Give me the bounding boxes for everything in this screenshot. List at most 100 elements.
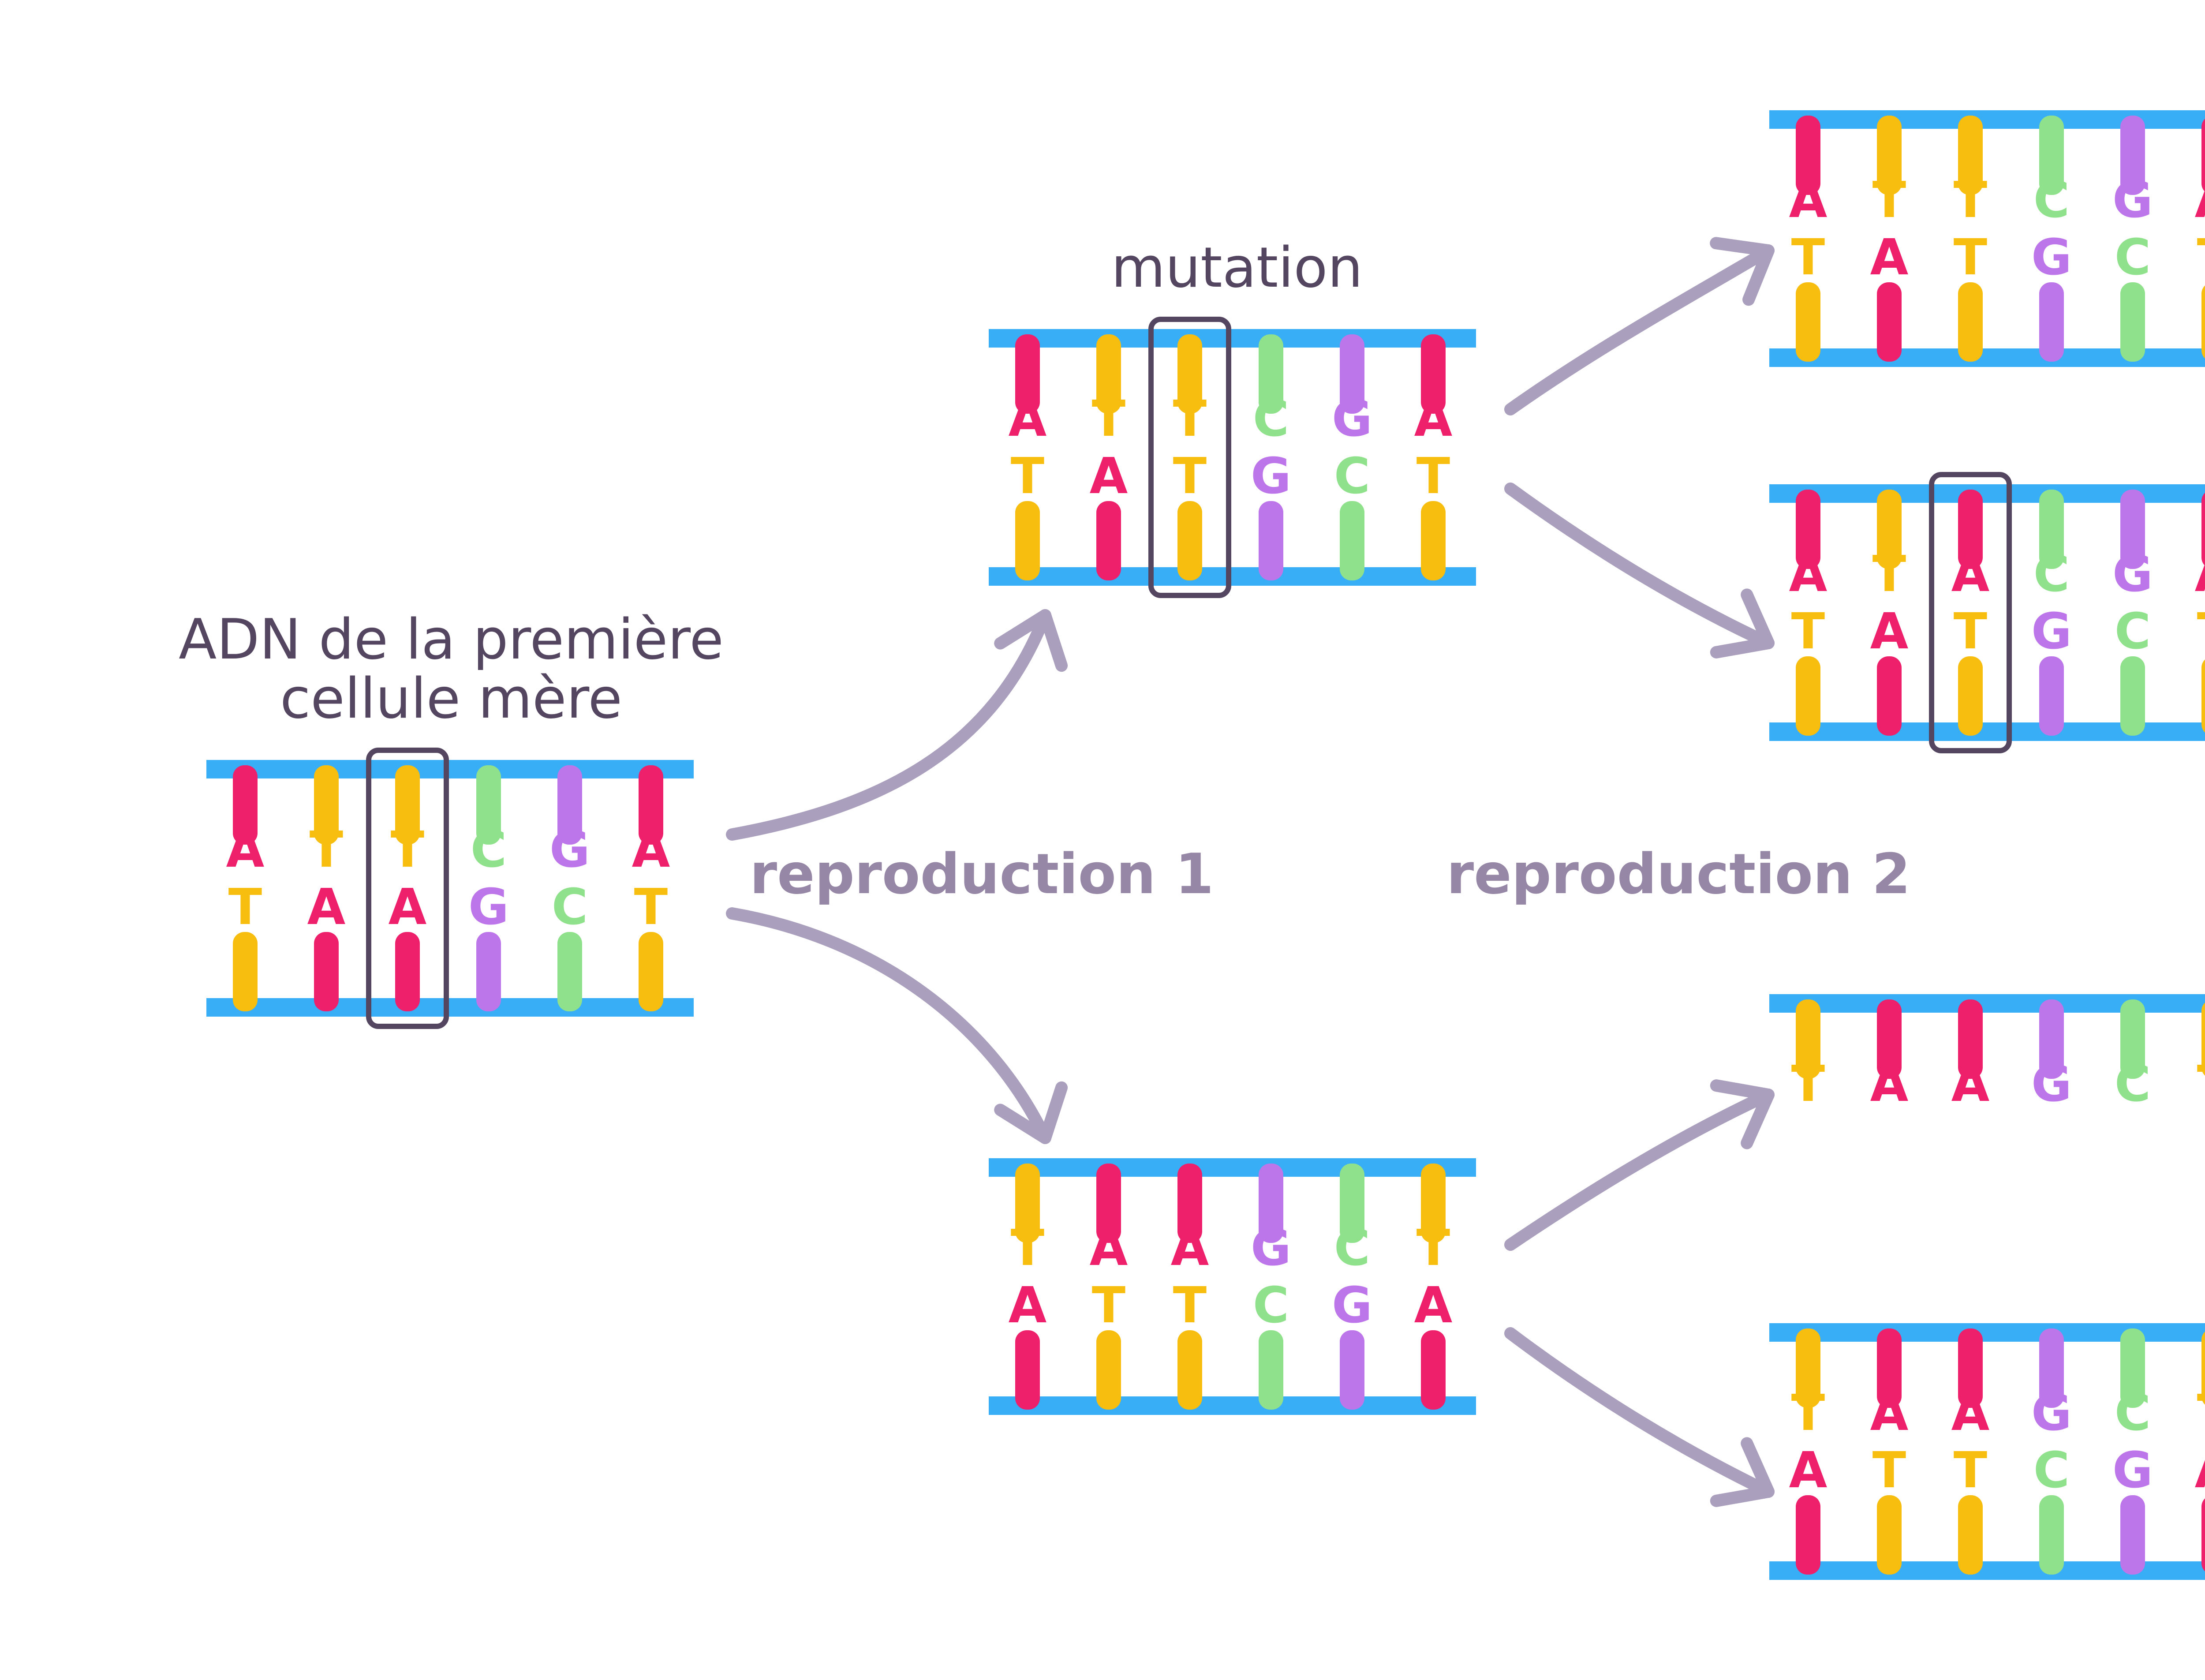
- base-letter-top: A: [1171, 1220, 1209, 1277]
- base-letter-top: A: [2195, 546, 2205, 603]
- base-letter-bottom: A: [2195, 1442, 2205, 1499]
- base-letter-top: T: [310, 821, 343, 879]
- base-peg-top: [557, 765, 582, 845]
- top-backbone: [989, 329, 1476, 348]
- base-peg-top: [1340, 334, 1364, 414]
- top-backbone: [206, 760, 694, 778]
- base-peg-top: [1096, 1164, 1121, 1243]
- base-letter-top: C: [2115, 1384, 2151, 1442]
- base-letter-top: A: [1414, 390, 1453, 448]
- base-peg-top: [314, 765, 339, 845]
- base-letter-top: T: [1011, 1220, 1044, 1277]
- base-letter-bottom: A: [1009, 1277, 1047, 1334]
- arrows-group: [726, 237, 1775, 1507]
- base-peg-bottom: [1877, 1495, 1902, 1575]
- mother-label-line1: ADN de la première: [179, 607, 724, 672]
- base-peg-bottom: [1015, 1330, 1040, 1410]
- base-letter-top: T: [2197, 1055, 2205, 1113]
- base-peg-top: [1796, 490, 1820, 569]
- base-letter-bottom: T: [1872, 1442, 1906, 1499]
- base-letter-top: A: [632, 821, 670, 879]
- base-letter-top: C: [471, 821, 507, 879]
- base-letter-bottom: G: [1332, 1277, 1372, 1334]
- base-letter-bottom: C: [2115, 229, 2151, 286]
- base-peg-bottom: [2120, 282, 2145, 362]
- base-letter-bottom: G: [2031, 603, 2072, 660]
- base-letter-bottom: T: [634, 879, 668, 936]
- base-letter-top: T: [1092, 390, 1125, 448]
- base-peg-bottom: [395, 932, 420, 1011]
- base-letter-top: T: [1954, 172, 1987, 229]
- arrow-shaft: [726, 609, 1051, 841]
- base-peg-top: [1421, 1164, 1446, 1243]
- base-letter-top: C: [1334, 1220, 1370, 1277]
- base-peg-top: [639, 765, 663, 845]
- base-letter-bottom: A: [1090, 448, 1128, 505]
- base-letter-top: C: [2115, 1055, 2151, 1113]
- base-letter-top: A: [226, 821, 265, 879]
- base-letter-top: T: [1791, 1055, 1825, 1113]
- base-peg-bottom: [2120, 1495, 2145, 1575]
- base-letter-top: A: [1009, 390, 1047, 448]
- base-peg-top: [395, 765, 420, 845]
- reproduction-1-label: reproduction 1: [750, 842, 1214, 906]
- mother-label-line2: cellule mère: [280, 666, 622, 731]
- base-peg-bottom: [2039, 1495, 2064, 1575]
- base-peg-top: [1015, 334, 1040, 414]
- base-peg-top: [2120, 1328, 2145, 1408]
- base-letter-top: G: [1251, 1220, 1291, 1277]
- base-peg-bottom: [2201, 1498, 2205, 1571]
- base-letter-top: A: [1870, 1384, 1909, 1442]
- reproduction-arrow: [726, 907, 1068, 1144]
- arrow-shaft: [1504, 1089, 1775, 1251]
- base-peg-top: [2201, 493, 2205, 566]
- base-letter-top: C: [1253, 390, 1289, 448]
- base-peg-bottom: [2120, 656, 2145, 736]
- base-letter-top: T: [2197, 1384, 2205, 1442]
- bottom-backbone: [206, 998, 694, 1017]
- base-peg-bottom: [1796, 656, 1820, 736]
- base-peg-bottom: [557, 932, 582, 1011]
- base-peg-top: [2201, 119, 2205, 192]
- base-peg-top: [1796, 999, 1820, 1079]
- base-letter-bottom: G: [1251, 448, 1291, 505]
- arrow-shaft: [1504, 244, 1775, 415]
- base-letter-top: C: [2033, 172, 2070, 229]
- base-letter-top: G: [549, 821, 590, 879]
- arrow-shaft: [1504, 483, 1775, 649]
- bottom-backbone: [989, 1396, 1476, 1415]
- base-letter-bottom: A: [389, 879, 427, 936]
- base-peg-bottom: [1421, 1330, 1446, 1410]
- arrowhead-icon: [994, 609, 1068, 672]
- base-letter-bottom: T: [1954, 229, 1987, 286]
- base-peg-top: [1877, 999, 1902, 1079]
- arrowhead-icon: [1710, 1437, 1775, 1507]
- base-peg-top: [1796, 1328, 1820, 1408]
- reproduction-arrow: [1504, 1327, 1775, 1507]
- base-letter-bottom: T: [1791, 603, 1825, 660]
- base-peg-top: [1958, 1328, 1983, 1408]
- base-peg-top: [1877, 116, 1902, 195]
- base-letter-bottom: C: [552, 879, 588, 936]
- base-letter-bottom: T: [2197, 603, 2205, 660]
- arrow-shaft: [1504, 1327, 1775, 1498]
- base-letter-top: A: [1951, 1384, 1990, 1442]
- base-letter-top: A: [2195, 172, 2205, 229]
- base-peg-bottom: [2039, 656, 2064, 736]
- base-letter-bottom: T: [1173, 1277, 1207, 1334]
- base-letter-top: T: [1872, 546, 1906, 603]
- base-letter-bottom: A: [1789, 1442, 1828, 1499]
- base-peg-top: [2039, 116, 2064, 195]
- base-letter-bottom: C: [2115, 603, 2151, 660]
- base-peg-bottom: [2039, 282, 2064, 362]
- base-peg-bottom: [476, 932, 501, 1011]
- arrow-shaft: [726, 907, 1051, 1144]
- base-letter-bottom: T: [1954, 1442, 1987, 1499]
- reproduction-arrow: [726, 609, 1068, 841]
- mutation-highlight-box: [1929, 472, 2012, 753]
- base-letter-top: G: [2031, 1055, 2072, 1113]
